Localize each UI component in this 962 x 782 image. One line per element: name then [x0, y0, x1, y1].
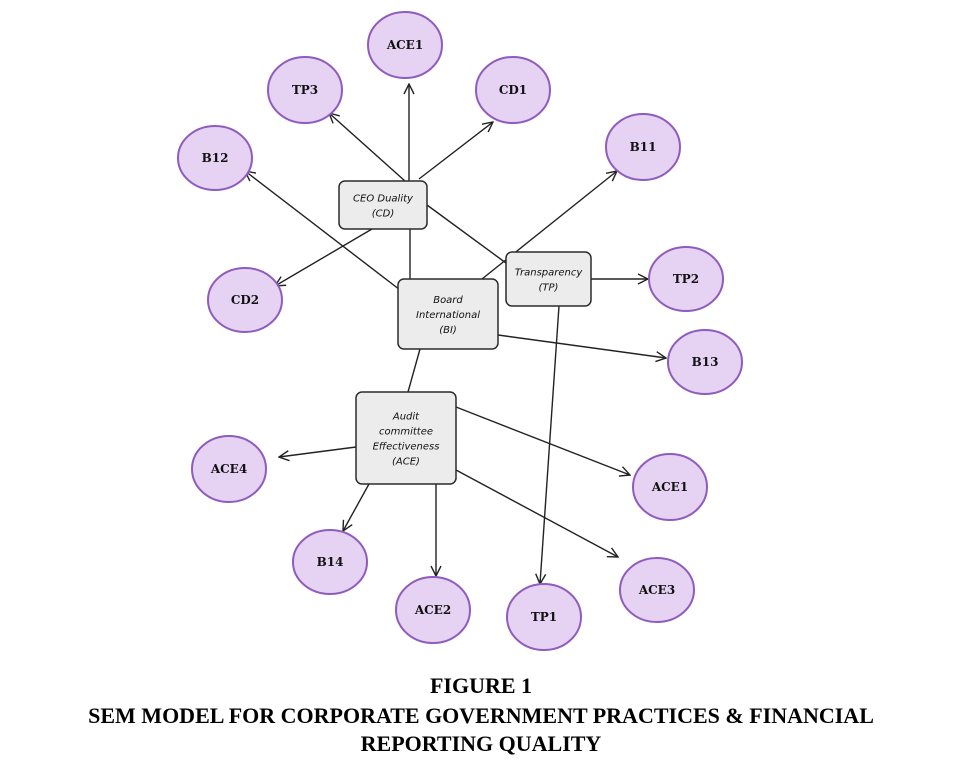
- indicator-cd2: CD2: [207, 267, 283, 333]
- indicator-ace1_right: ACE1: [632, 453, 708, 521]
- indicator-b11: B11: [605, 113, 681, 181]
- connector-line-11: [343, 483, 370, 531]
- indicator-label: ACE1: [386, 38, 423, 52]
- construct-box: [505, 251, 592, 307]
- indicator-ellipse: [667, 329, 743, 395]
- nodes-layer: CEO Duality (CD) Transparency (TP) BoardInte…: [177, 11, 743, 651]
- connector-line-4: [245, 171, 405, 294]
- edges-layer: [245, 84, 666, 584]
- figure-number: FIGURE 1: [429, 673, 533, 698]
- indicator-label: B13: [692, 355, 719, 369]
- indicator-ace1_top: ACE1: [367, 11, 443, 79]
- indicator-cd1: CD1: [475, 56, 551, 124]
- connector-line-5: [275, 228, 373, 286]
- figure-title-line-1: SEM MODEL FOR CORPORATE GOVERNMENT PRACT…: [88, 703, 874, 728]
- indicator-ellipse: [191, 435, 267, 503]
- indicator-label: ACE2: [414, 603, 451, 617]
- indicator-b12: B12: [177, 125, 253, 191]
- connector-line-9: [279, 446, 357, 457]
- indicator-ace2: ACE2: [395, 576, 471, 644]
- indicator-label: TP3: [292, 83, 318, 97]
- indicator-label: B12: [202, 151, 229, 165]
- indicator-ellipse: [506, 583, 582, 651]
- connector-line-2: [329, 113, 406, 182]
- indicator-ellipse: [292, 529, 368, 595]
- figure-title-line-2: REPORTING QUALITY: [360, 731, 602, 756]
- indicator-label: B11: [630, 140, 657, 154]
- construct-label: committee: [379, 427, 433, 438]
- indicator-ellipse: [619, 557, 695, 623]
- indicator-label: CD1: [499, 83, 527, 97]
- indicator-ellipse: [632, 453, 708, 521]
- indicator-ellipse: [395, 576, 471, 644]
- indicator-label: TP1: [531, 610, 557, 624]
- indicator-ace3: ACE3: [619, 557, 695, 623]
- indicator-ace4: ACE4: [191, 435, 267, 503]
- connector-line-14: [540, 305, 560, 584]
- construct-label: International: [416, 310, 480, 321]
- indicator-ellipse: [605, 113, 681, 181]
- indicator-label: ACE4: [210, 462, 247, 476]
- construct-label: Audit: [392, 412, 420, 423]
- construct-label: (CD): [372, 209, 395, 220]
- connector-line-16: [426, 204, 507, 264]
- construct-label: Effectiveness: [373, 442, 440, 453]
- construct-box: [397, 278, 499, 350]
- construct-label: Board: [433, 295, 463, 306]
- indicator-ellipse: [475, 56, 551, 124]
- indicator-label: ACE3: [638, 583, 675, 597]
- connector-line-12: [455, 469, 618, 557]
- connector-line-3: [418, 122, 493, 180]
- construct-label: (BI): [439, 325, 457, 336]
- indicator-label: CD2: [231, 293, 259, 307]
- indicator-ellipse: [177, 125, 253, 191]
- indicator-ellipse: [367, 11, 443, 79]
- indicator-tp2: TP2: [648, 246, 724, 312]
- indicator-label: B14: [317, 555, 344, 569]
- indicator-ellipse: [267, 56, 343, 124]
- connector-line-8: [497, 334, 666, 358]
- indicator-tp1: TP1: [506, 583, 582, 651]
- indicator-b13: B13: [667, 329, 743, 395]
- indicator-label: TP2: [673, 272, 699, 286]
- connector-line-6: [481, 171, 617, 280]
- construct-label: (ACE): [392, 457, 420, 468]
- construct-cd: CEO Duality (CD): [338, 180, 428, 230]
- construct-label: Transparency: [515, 268, 584, 279]
- sem-diagram: CEO Duality (CD) Transparency (TP) BoardInte…: [177, 11, 743, 651]
- construct-box: [355, 391, 457, 485]
- construct-tp: Transparency (TP): [505, 251, 592, 307]
- indicator-b14: B14: [292, 529, 368, 595]
- construct-label: CEO Duality: [353, 194, 414, 205]
- indicator-ellipse: [648, 246, 724, 312]
- construct-box: [338, 180, 428, 230]
- connector-line-10: [456, 407, 630, 475]
- construct-label: (TP): [539, 283, 559, 294]
- indicator-ellipse: [207, 267, 283, 333]
- indicator-label: ACE1: [651, 480, 688, 494]
- indicator-tp3: TP3: [267, 56, 343, 124]
- connector-line-17: [407, 348, 421, 393]
